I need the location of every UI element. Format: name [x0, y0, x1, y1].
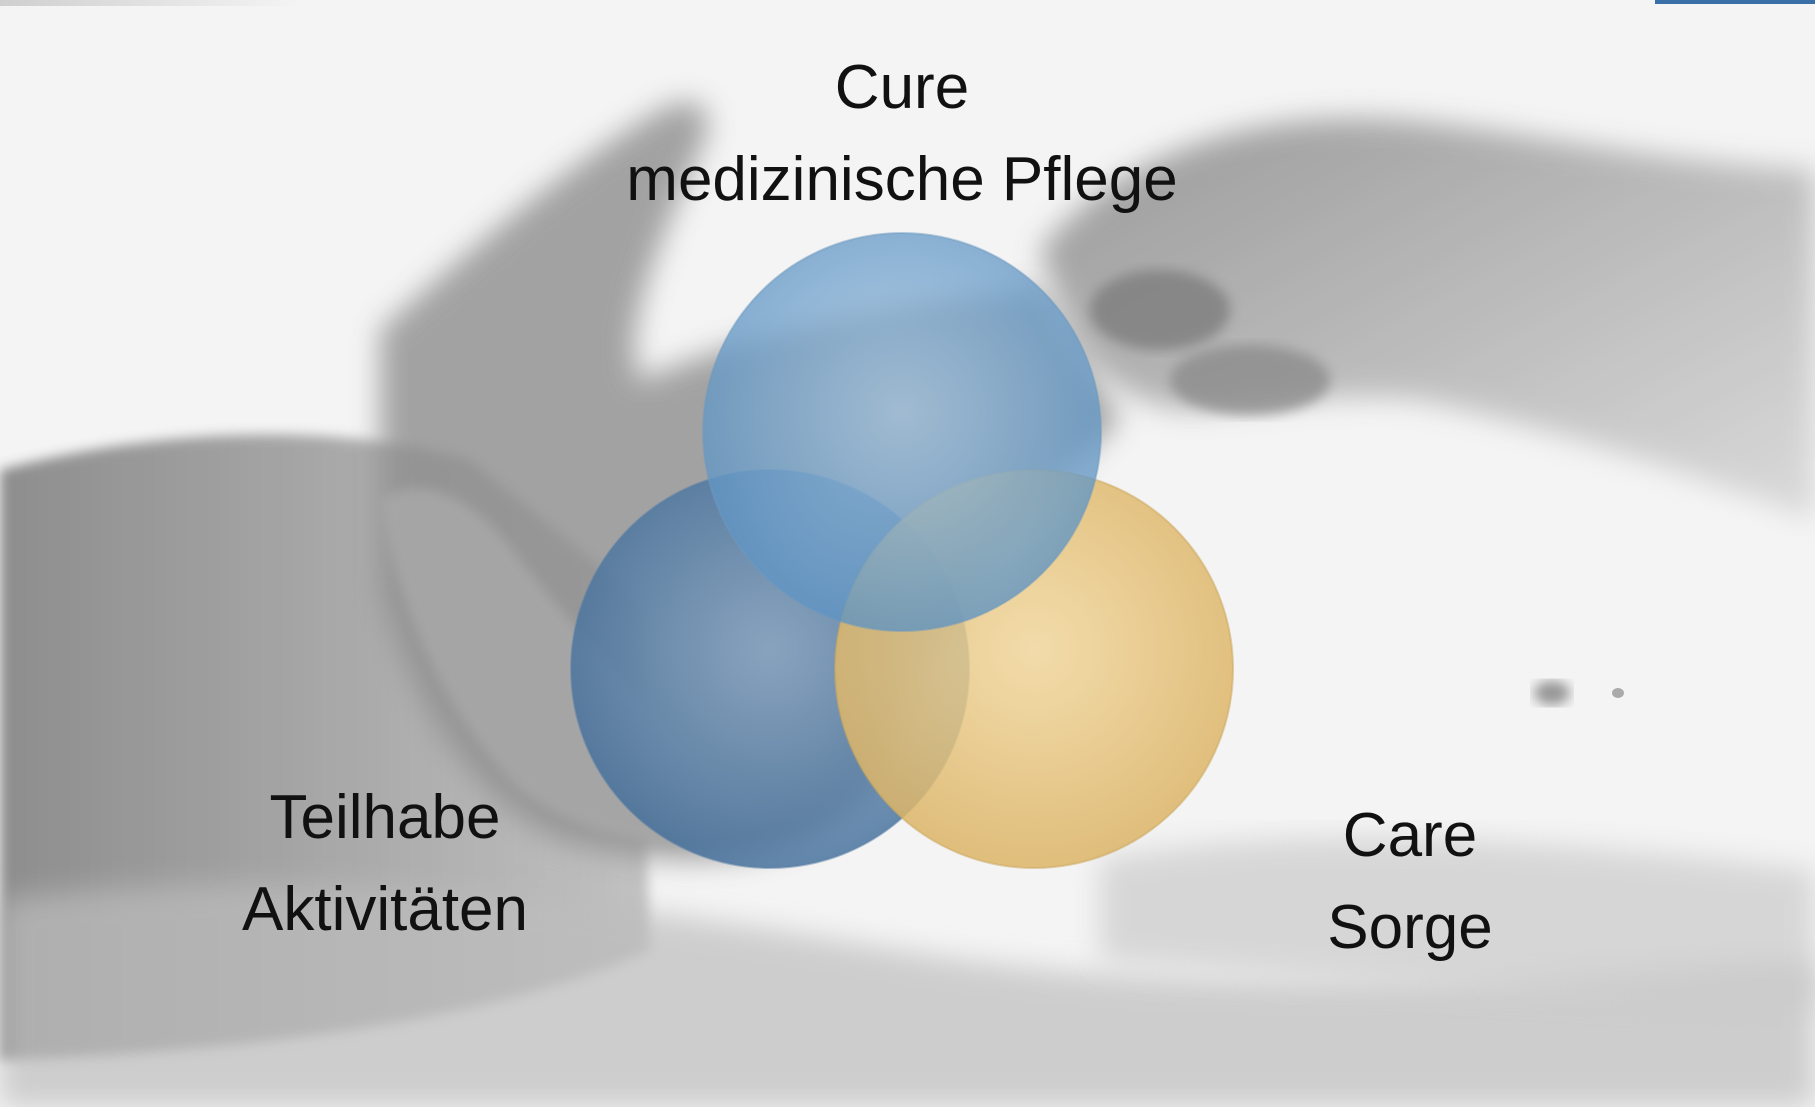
- care-subtitle: Sorge: [1260, 882, 1560, 974]
- cure-label: Cure medizinische Pflege: [557, 42, 1247, 226]
- cure-title: Cure: [557, 42, 1247, 134]
- care-title: Care: [1260, 790, 1560, 882]
- teilhabe-subtitle: Aktivitäten: [185, 864, 585, 956]
- teilhabe-title: Teilhabe: [185, 772, 585, 864]
- care-label: Care Sorge: [1260, 790, 1560, 974]
- teilhabe-label: Teilhabe Aktivitäten: [185, 772, 585, 956]
- cure-circle: [703, 233, 1101, 631]
- cure-subtitle: medizinische Pflege: [557, 134, 1247, 226]
